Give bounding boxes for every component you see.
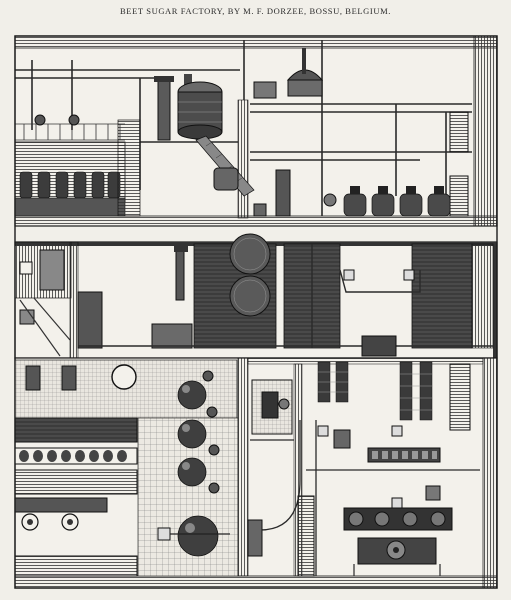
- upper-floor-plan: [14, 233, 498, 359]
- ground-floor-plan: [14, 357, 498, 589]
- elevation-section: [14, 35, 498, 227]
- plate-title: BEET SUGAR FACTORY, BY M. F. DORZEE, BOS…: [120, 6, 391, 16]
